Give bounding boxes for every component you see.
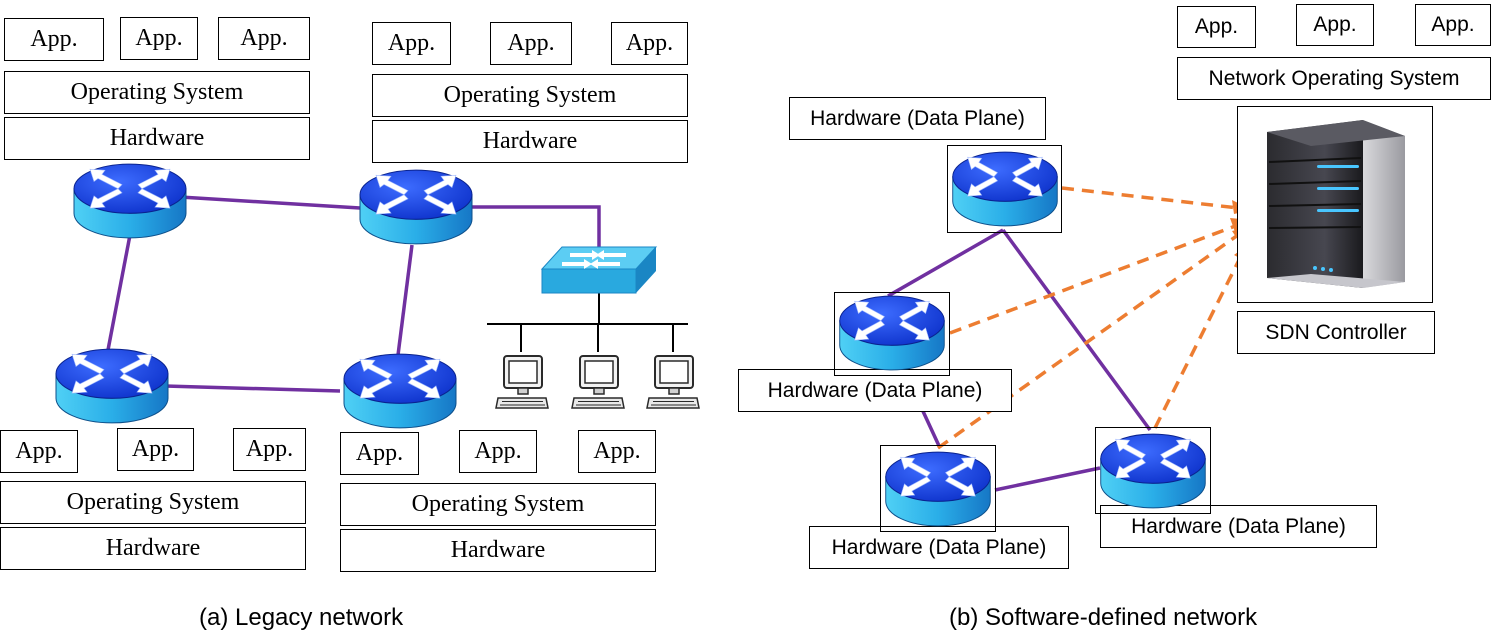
computer-icon (571, 355, 625, 409)
controller-frame (1237, 106, 1433, 303)
hardware-box: Hardware (0, 527, 306, 570)
legacy-link (179, 195, 361, 210)
legacy-link (468, 205, 601, 252)
os-box: Operating System (0, 481, 306, 524)
router-icon (359, 169, 473, 245)
app-box: App. (1177, 6, 1256, 48)
hardware-box: Hardware (4, 117, 310, 160)
network-os-box: Network Operating System (1177, 57, 1491, 100)
router-icon (952, 151, 1058, 227)
app-box: App. (372, 22, 451, 65)
router-icon (1100, 433, 1206, 509)
legacy-link (106, 234, 132, 351)
app-box: App. (120, 17, 198, 60)
switch-icon (540, 246, 658, 294)
router-icon (885, 451, 991, 527)
data-plane-label: Hardware (Data Plane) (738, 369, 1012, 412)
data-plane-frame (834, 292, 950, 376)
data-plane-label: Hardware (Data Plane) (789, 97, 1046, 140)
app-box: App. (4, 18, 104, 61)
app-box: App. (0, 430, 78, 473)
legacy-link (164, 384, 341, 393)
control-link (936, 233, 1240, 450)
data-plane-frame (880, 445, 996, 532)
os-box: Operating System (4, 71, 310, 114)
sdn-link (887, 228, 1004, 298)
app-box: App. (459, 430, 537, 473)
app-box: App. (578, 430, 656, 473)
app-box: App. (1415, 4, 1491, 46)
hardware-box: Hardware (372, 120, 688, 163)
computer-icon (646, 355, 700, 409)
hardware-box: Hardware (340, 529, 656, 572)
control-link (949, 223, 1239, 335)
sdn-link (1001, 228, 1152, 432)
sdn-controller-label: SDN Controller (1237, 311, 1435, 354)
os-box: Operating System (340, 483, 656, 526)
app-box: App. (117, 428, 194, 471)
data-plane-label: Hardware (Data Plane) (809, 526, 1069, 569)
app-box: App. (1296, 4, 1374, 46)
caption-sdn: (b) Software-defined network (949, 604, 1258, 631)
app-box: App. (611, 22, 688, 65)
sdn-link (994, 466, 1101, 492)
router-icon (55, 348, 169, 424)
lan-bus (487, 292, 688, 352)
legacy-link (396, 244, 414, 356)
router-icon (839, 295, 945, 371)
app-box: App. (233, 428, 306, 471)
data-plane-label: Hardware (Data Plane) (1100, 505, 1377, 548)
app-box: App. (218, 17, 310, 60)
control-link (1153, 257, 1242, 429)
router-icon (343, 353, 457, 429)
computer-icon (495, 355, 549, 409)
caption-legacy: (a) Legacy network (199, 604, 404, 631)
router-icon (73, 163, 187, 239)
data-plane-frame (1095, 427, 1211, 514)
control-link (1061, 186, 1239, 210)
app-box: App. (340, 432, 419, 475)
data-plane-frame (947, 145, 1062, 233)
os-box: Operating System (372, 74, 688, 117)
server-icon (1267, 119, 1405, 288)
app-box: App. (490, 22, 572, 65)
